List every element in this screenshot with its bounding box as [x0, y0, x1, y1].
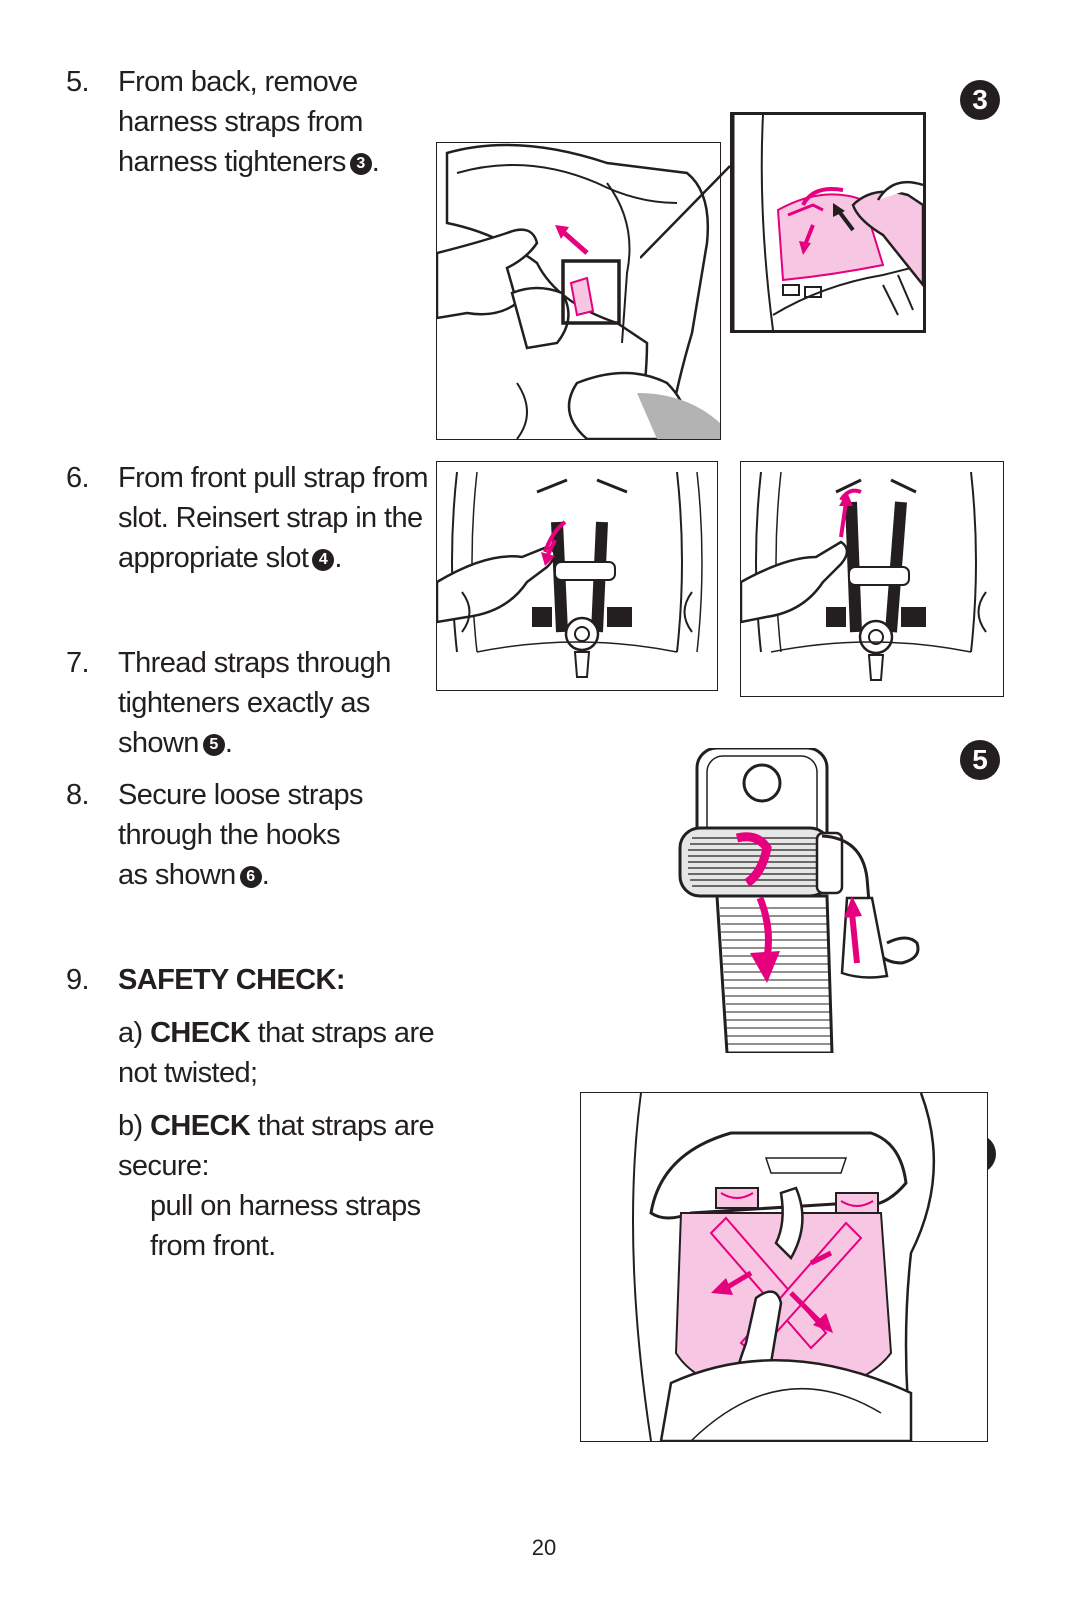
figure-3-badge: 3: [960, 80, 1000, 120]
step-9: 9. SAFETY CHECK:: [66, 960, 346, 1000]
figure-4-right-illustration: [740, 461, 1004, 697]
figure-3-connector-line: [640, 108, 925, 332]
step-number: 7.: [66, 647, 90, 679]
safety-check-title: SAFETY CHECK:: [118, 964, 346, 996]
figure-3-detail-illustration: [730, 112, 926, 333]
check-keyword: CHECK: [150, 1110, 251, 1142]
step-line: harness tighteners: [118, 146, 346, 178]
check-prefix: a): [118, 1017, 143, 1049]
step-number: 5.: [66, 66, 90, 98]
step-6: 6. From front pull strap from slot. Rein…: [66, 458, 429, 578]
step-end: .: [371, 146, 380, 178]
step-line: shown: [118, 727, 199, 759]
step-7: 7. Thread straps through tighteners exac…: [66, 643, 391, 763]
check-a: a) CHECK that straps are not twisted;: [118, 1013, 435, 1093]
step-end: .: [224, 727, 233, 759]
step-5: 5. From back, remove harness straps from…: [66, 62, 380, 182]
figure-5-badge: 5: [960, 740, 1000, 780]
figure-ref-badge: 5: [202, 734, 225, 756]
figure-5-tightener-illustration: [672, 748, 927, 1053]
check-detail: from front.: [150, 1230, 276, 1262]
step-line: Thread straps through: [118, 647, 391, 679]
check-line: that straps are: [257, 1110, 435, 1142]
step-line: From back, remove: [118, 66, 358, 98]
step-line: as shown: [118, 859, 236, 891]
step-line: harness straps from: [118, 106, 363, 138]
step-number: 9.: [66, 964, 90, 996]
check-line: secure:: [118, 1150, 210, 1182]
check-line: not twisted;: [118, 1057, 258, 1089]
check-line: that straps are: [257, 1017, 435, 1049]
step-line: From front pull strap from: [118, 462, 429, 494]
step-number: 6.: [66, 462, 90, 494]
check-b: b) CHECK that straps are secure: pull on…: [118, 1106, 435, 1266]
step-line: slot. Reinsert strap in the: [118, 502, 423, 534]
figure-6-seat-front-illustration: [580, 1092, 988, 1442]
figure-ref-badge: 4: [312, 549, 335, 571]
step-number: 8.: [66, 779, 90, 811]
figure-ref-badge: 3: [349, 153, 372, 175]
step-end: .: [261, 859, 270, 891]
figure-4-left-illustration: [436, 461, 718, 691]
check-prefix: b): [118, 1110, 143, 1142]
figure-3-seat-back-illustration: [436, 142, 721, 440]
check-keyword: CHECK: [150, 1017, 251, 1049]
check-detail: pull on harness straps: [150, 1190, 421, 1222]
figure-ref-badge: 6: [239, 866, 262, 888]
step-line: Secure loose straps: [118, 779, 364, 811]
step-8: 8. Secure loose straps through the hooks…: [66, 775, 364, 895]
step-line: through the hooks: [118, 819, 341, 851]
step-end: .: [334, 542, 342, 574]
page-number: 20: [531, 1535, 557, 1560]
step-line: appropriate slot: [118, 542, 309, 574]
step-line: tighteners exactly as: [118, 687, 370, 719]
